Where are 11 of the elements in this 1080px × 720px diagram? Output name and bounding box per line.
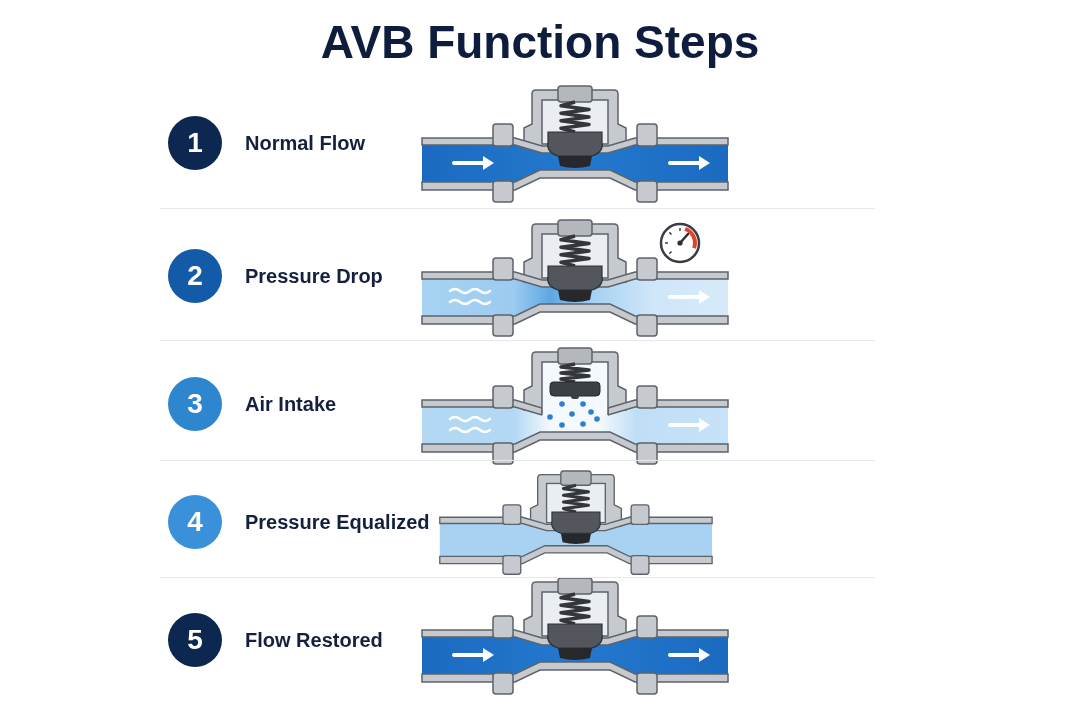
step-number-circle: 3 bbox=[168, 377, 222, 431]
step-label: Air Intake bbox=[245, 392, 337, 416]
step-label: Normal Flow bbox=[245, 131, 365, 155]
step-label: Flow Restored bbox=[245, 628, 383, 652]
step-label: Pressure Drop bbox=[245, 264, 383, 288]
step-number-circle: 2 bbox=[168, 249, 222, 303]
title: AVB Function Steps bbox=[320, 16, 760, 68]
step-number-circle: 5 bbox=[168, 613, 222, 667]
step-label: Pressure Equalized bbox=[245, 510, 430, 534]
step-number-circle: 4 bbox=[168, 495, 222, 549]
step-number-circle: 1 bbox=[168, 116, 222, 170]
